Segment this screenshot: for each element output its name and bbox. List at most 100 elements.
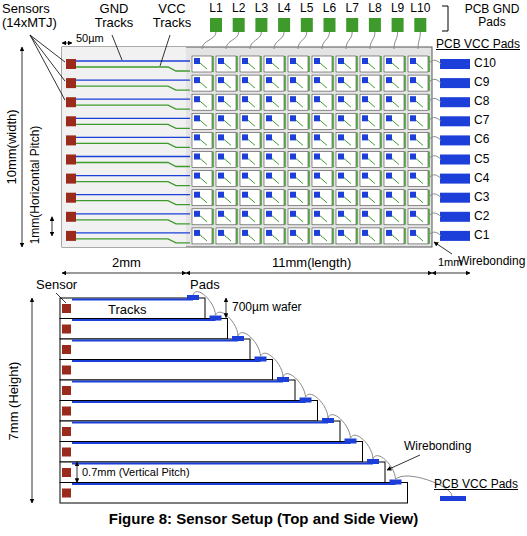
pad-cell: [192, 132, 212, 148]
sensor-pad: [314, 134, 320, 140]
pad-link: [272, 216, 279, 222]
dimension-arrow: [22, 47, 23, 247]
sensor-pad: [314, 173, 320, 179]
pad-link: [248, 197, 255, 203]
pad-cell: [360, 209, 380, 225]
vcc-track: [76, 239, 190, 243]
pad-cell: [384, 152, 404, 168]
pad-cell: [408, 152, 428, 168]
pad-cell: [240, 75, 260, 91]
wafer-layer: [60, 380, 295, 401]
vcc-column: [260, 228, 262, 244]
sensor-pad: [266, 154, 272, 160]
sensor-pad: [266, 77, 272, 83]
pad-cell: [264, 75, 284, 91]
wirebond: [428, 194, 441, 198]
vcc-pad-label: C2: [474, 210, 489, 223]
pad-cell: [408, 75, 428, 91]
sensor-pad: [218, 134, 224, 140]
pad-link: [344, 139, 351, 145]
sensor-pad: [290, 58, 296, 64]
pad-cell: [240, 132, 260, 148]
pad-link: [200, 120, 207, 126]
wirebond: [226, 32, 239, 49]
sensor-pad: [266, 173, 272, 179]
wirebond: [346, 32, 352, 49]
vcc-column: [308, 56, 310, 72]
sensor-pad: [362, 96, 368, 102]
pad-link: [416, 82, 423, 88]
sensor-pad: [362, 58, 368, 64]
vcc-column: [284, 228, 286, 244]
vcc-column: [260, 75, 262, 91]
sensor-pad: [266, 230, 272, 236]
wirebond: [428, 60, 441, 64]
sensor-pad: [266, 134, 272, 140]
pad-link: [320, 178, 327, 184]
pad-cell: [264, 113, 284, 129]
vcc-track: [76, 124, 190, 128]
vcc-column: [332, 113, 334, 129]
pad-link: [272, 63, 279, 69]
sensor-pad: [266, 96, 272, 102]
pad-cell: [312, 171, 332, 187]
dimension-arrow: [77, 462, 78, 483]
sensor-pad: [386, 96, 392, 102]
pad-link: [248, 139, 255, 145]
wirebond: [202, 32, 216, 49]
mtj-sensor: [66, 231, 76, 241]
sensor-pad: [290, 211, 296, 217]
mtj-sensor: [66, 212, 76, 222]
sensor-pad: [218, 96, 224, 102]
track-line: [72, 381, 283, 383]
vcc-column: [212, 132, 214, 148]
pad-link: [248, 159, 255, 165]
wafer-layer: [60, 339, 250, 360]
dimension-arrow: [62, 43, 72, 44]
pad-link: [272, 159, 279, 165]
pad-cell: [264, 94, 284, 110]
vcc-column: [212, 190, 214, 206]
vcc-column: [404, 209, 406, 225]
pad-cell: [360, 132, 380, 148]
dimension-label: 700µm wafer: [232, 301, 302, 314]
mtj-sensor: [62, 407, 71, 416]
pad-cell: [240, 209, 260, 225]
mtj-sensor: [66, 116, 76, 126]
pad-cell: [384, 75, 404, 91]
sensor-pad: [410, 154, 416, 160]
pad-link: [344, 82, 351, 88]
pcb-vcc-pad: [440, 496, 466, 501]
pad-cell: [408, 228, 428, 244]
track-line: [72, 319, 216, 321]
pad-link: [320, 63, 327, 69]
gnd-track: [76, 194, 190, 195]
vcc-column: [356, 190, 358, 206]
vcc-track: [76, 220, 190, 224]
pad-link: [368, 216, 375, 222]
pad-link: [224, 101, 231, 107]
pad-link: [200, 159, 207, 165]
pad-cell: [336, 75, 356, 91]
pad-cell: [384, 94, 404, 110]
sensor-pad: [218, 115, 224, 121]
dimension-arrow: [32, 298, 33, 503]
vcc-column: [284, 56, 286, 72]
gnd-pad-label: L2: [232, 2, 245, 15]
annotation-label: Sensor: [36, 278, 77, 292]
annotation-label: Pads: [190, 278, 220, 292]
pad-link: [272, 197, 279, 203]
pad-cell: [360, 94, 380, 110]
pad-link: [392, 139, 399, 145]
pad-link: [248, 216, 255, 222]
sensor-pad: [410, 58, 416, 64]
wafer-layer: [60, 298, 205, 319]
pad-link: [344, 197, 351, 203]
pad-cell: [312, 152, 332, 168]
vcc-column: [212, 171, 214, 187]
vcc-pad-label: C8: [474, 95, 489, 108]
pad-cell: [192, 190, 212, 206]
mtj-sensor: [62, 489, 71, 498]
pad-link: [392, 197, 399, 203]
vcc-column: [356, 152, 358, 168]
